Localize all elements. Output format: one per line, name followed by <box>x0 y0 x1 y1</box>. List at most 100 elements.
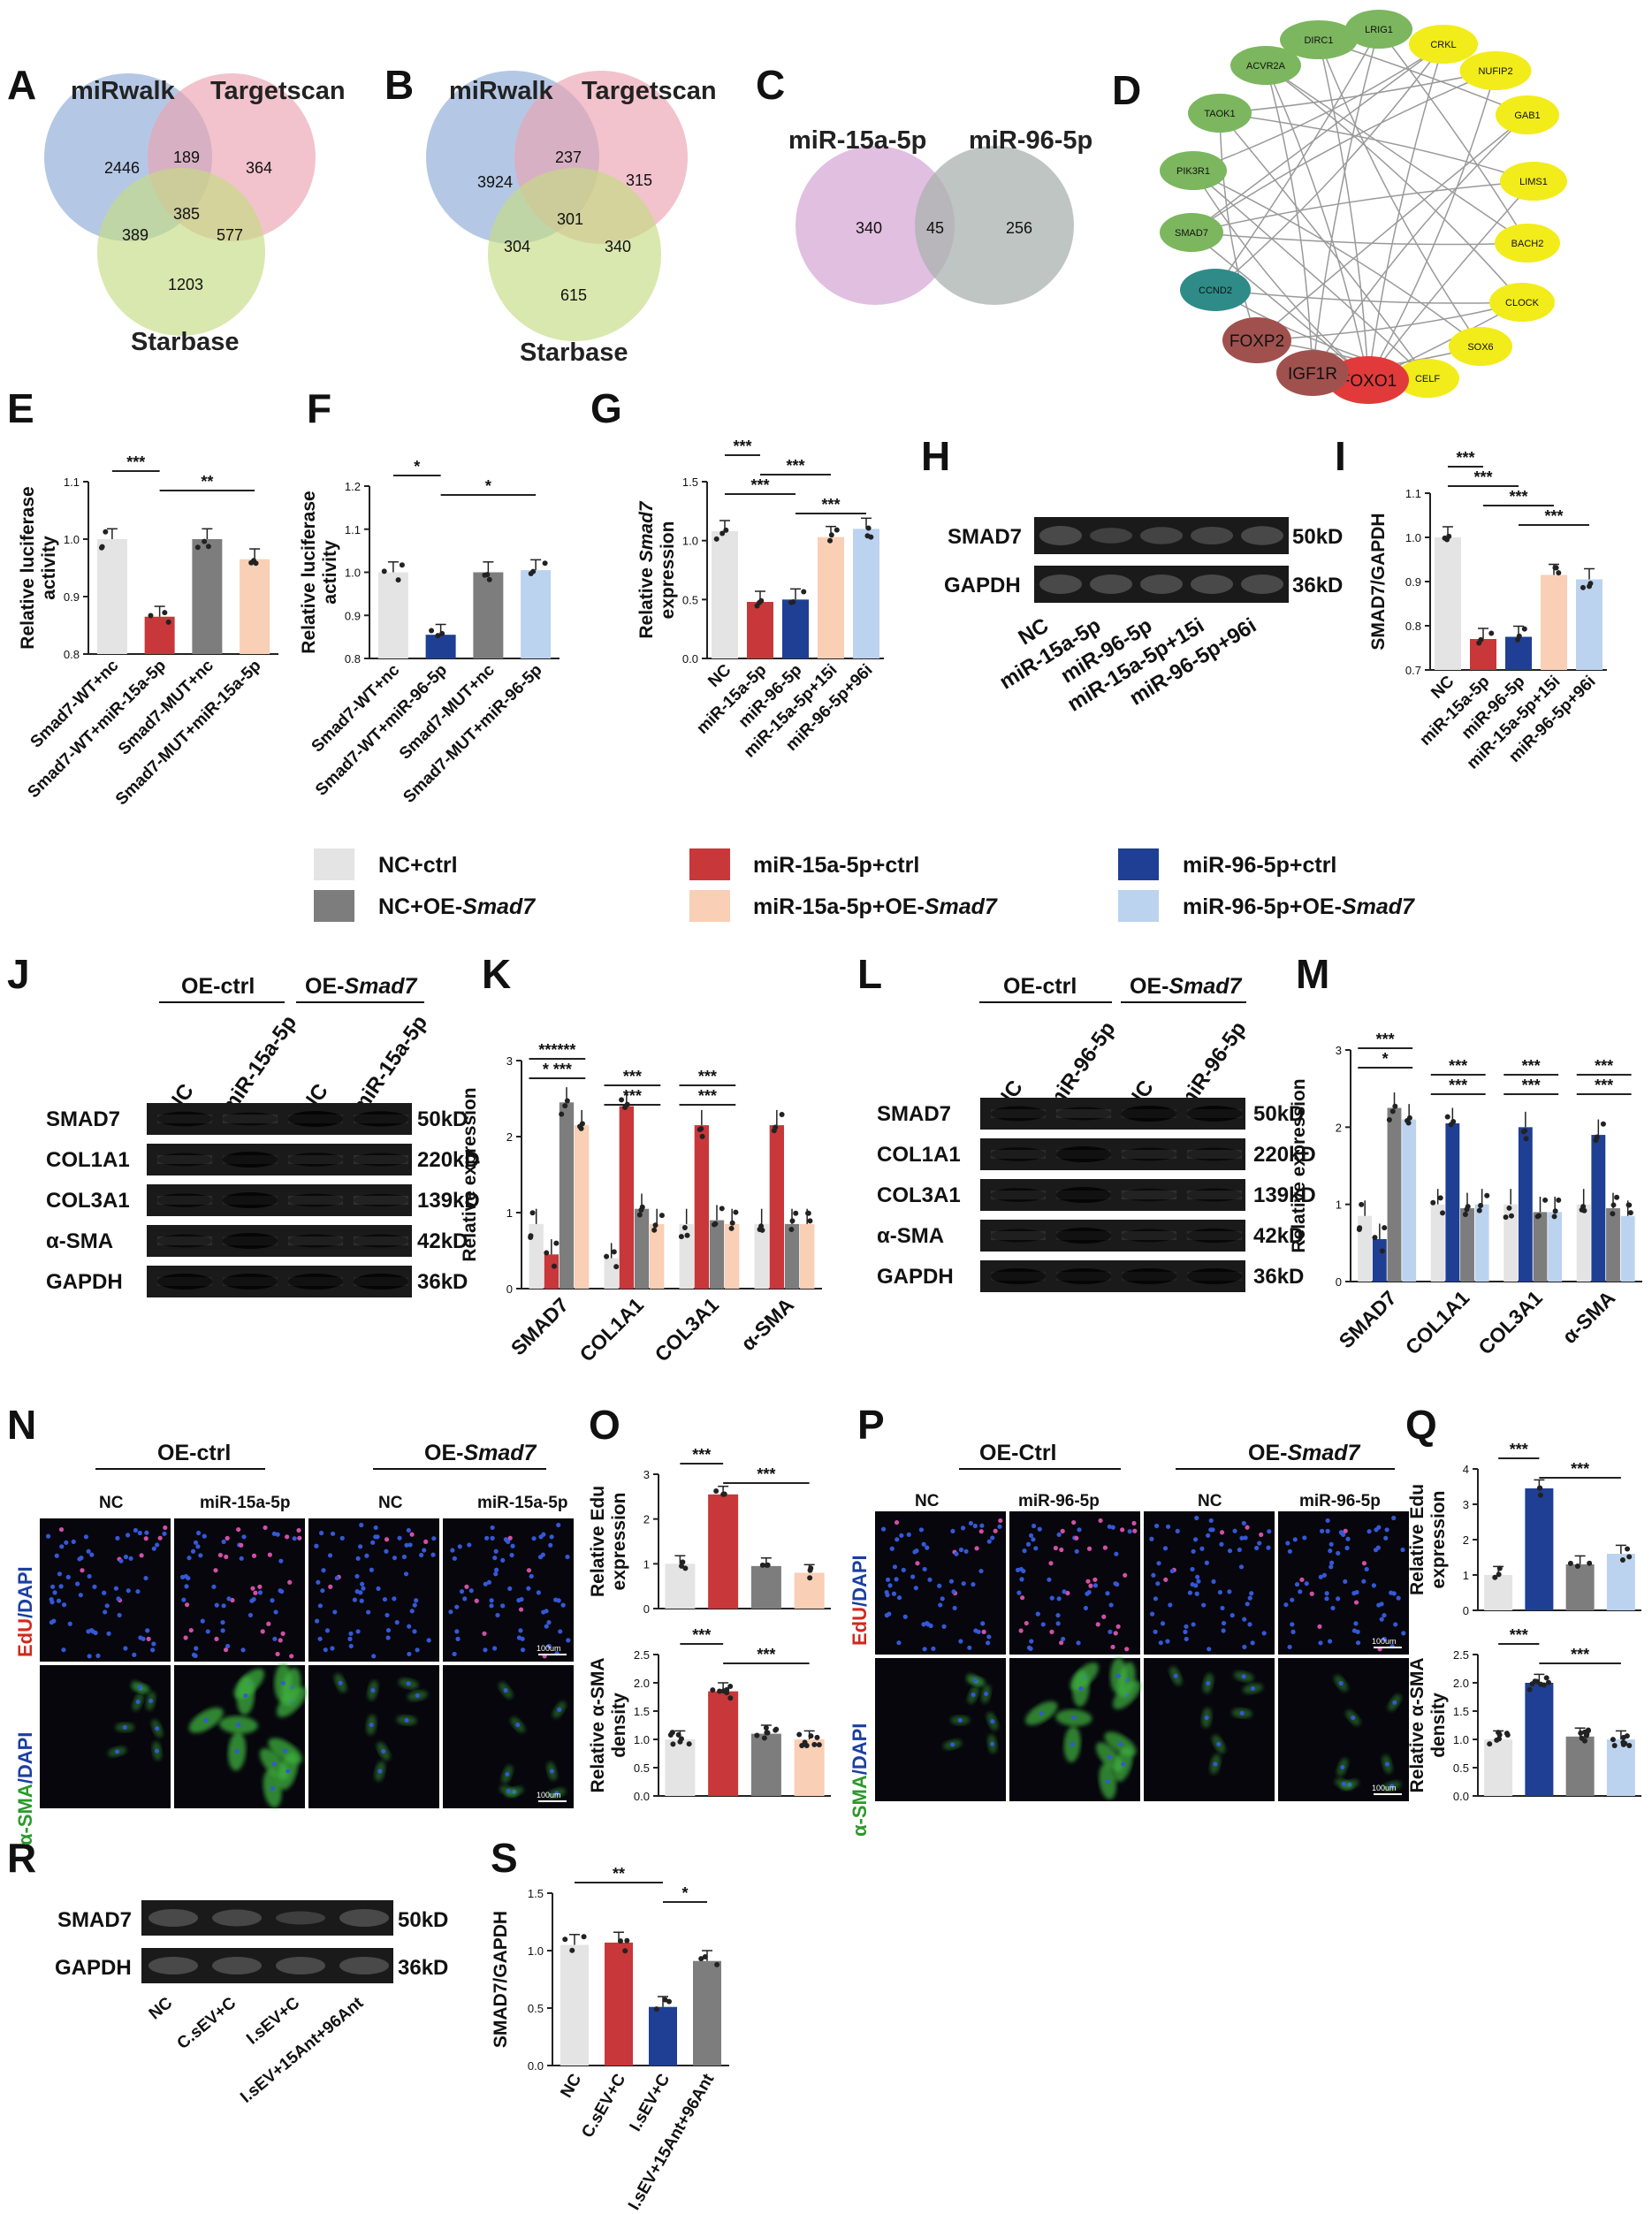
cell-nucleus <box>1127 1529 1132 1534</box>
cell-nucleus <box>1047 1577 1052 1582</box>
data-point <box>1585 1727 1591 1733</box>
cell-nucleus <box>993 1528 998 1533</box>
network-node-label: SOX6 <box>1467 342 1493 353</box>
wb-band-sheen <box>287 1196 344 1205</box>
cell-nucleus <box>490 1525 495 1531</box>
cell-nucleus <box>978 1568 984 1574</box>
wb-size-label: 139kD <box>417 1189 480 1213</box>
wb-band <box>212 1909 262 1927</box>
cell-nucleus <box>116 1596 121 1602</box>
network-edge <box>1318 39 1481 347</box>
cell-nucleus <box>87 1573 92 1579</box>
y-tick-label: 0.7 <box>1405 664 1421 677</box>
cell-nucleus <box>347 1636 353 1641</box>
network-node-label: FOXP2 <box>1229 332 1284 351</box>
venn-b-val: 237 <box>555 148 582 166</box>
cell-nucleus <box>895 1537 900 1542</box>
bar <box>649 2006 677 2066</box>
y-tick-label: 2 <box>1336 1121 1342 1134</box>
y-tick-label: 1.2 <box>345 480 361 493</box>
cell-nucleus <box>1374 1527 1379 1533</box>
sig-label: * <box>1382 1050 1389 1068</box>
network-node-label: TAOK1 <box>1204 109 1235 119</box>
cell-nucleus <box>957 1717 963 1723</box>
bar <box>559 1102 575 1289</box>
network-edge <box>1191 43 1444 233</box>
data-point <box>714 1961 720 1967</box>
legend-swatch-mir96-oe <box>1118 890 1159 922</box>
sma-tile <box>40 1665 171 1808</box>
cell-nucleus <box>266 1621 271 1626</box>
network-edge <box>1265 65 1528 244</box>
y-tick-label: 0.5 <box>634 1761 650 1775</box>
venn-b-val: 3924 <box>477 173 513 191</box>
wb-band <box>1039 574 1082 594</box>
bar <box>709 1220 725 1289</box>
wb-size-label: 139kD <box>1253 1183 1316 1207</box>
data-point <box>248 559 255 566</box>
wb-band <box>1055 1228 1112 1244</box>
cell-nucleus <box>1105 1591 1110 1596</box>
x-tick-label: COL3A1 <box>1473 1286 1547 1359</box>
cell-nucleus <box>1022 1548 1027 1554</box>
network-edge <box>1192 170 1428 379</box>
data-point <box>103 529 109 535</box>
cell-nucleus <box>457 1544 462 1549</box>
cell-nucleus <box>507 1586 513 1592</box>
legend-label-mir15-oe: miR-15a-5p+OE-Smad7 <box>753 894 998 919</box>
y-tick-label: 2.0 <box>1453 1677 1469 1690</box>
y-tick-label: 1 <box>1336 1198 1342 1212</box>
micro-p-lane: NC <box>915 1492 940 1510</box>
legend: NC+ctrl miR-15a-5p+ctrl miR-96-5p+ctrl N… <box>314 848 1415 922</box>
cell-nucleus <box>1191 1548 1196 1554</box>
data-point <box>1389 1108 1396 1115</box>
cell-nucleus <box>250 1586 255 1591</box>
cell-nucleus <box>1221 1628 1226 1633</box>
cell-nucleus <box>494 1567 499 1572</box>
cell-nucleus <box>1155 1581 1161 1586</box>
cell-nucleus <box>431 1536 437 1541</box>
cell-nucleus <box>90 1629 95 1634</box>
bar <box>818 536 844 658</box>
wb-band-sheen <box>1186 1191 1243 1199</box>
cell-nucleus <box>151 1546 156 1551</box>
cell-nucleus <box>406 1681 411 1686</box>
cell-nucleus <box>1401 1631 1406 1636</box>
data-point <box>165 619 171 625</box>
y-tick-label: 3 <box>1463 1498 1469 1511</box>
network-edge <box>1318 39 1369 381</box>
data-point <box>1580 584 1586 590</box>
cell-nucleus <box>323 1647 328 1653</box>
cell-nucleus <box>1382 1636 1387 1642</box>
sig-label: * <box>485 477 491 495</box>
cell-nucleus <box>52 1590 57 1595</box>
wb-band <box>1121 1147 1177 1161</box>
data-point <box>1476 640 1482 646</box>
wb-band-sheen <box>287 1115 344 1123</box>
wb-band <box>990 1229 1047 1243</box>
x-tick-label: I.sEV+C <box>626 2071 674 2134</box>
y-tick-label: 2 <box>1463 1533 1469 1547</box>
wb-band <box>339 1909 389 1927</box>
wb-band-sheen <box>222 1115 278 1123</box>
cell-nucleus <box>1033 1546 1039 1551</box>
wb-band-sheen <box>1121 1231 1177 1240</box>
cell-nucleus <box>1396 1595 1401 1601</box>
cell-nucleus <box>448 1609 453 1615</box>
cell-nucleus <box>317 1603 323 1609</box>
network-edge <box>1367 70 1496 381</box>
data-point <box>1504 1731 1510 1737</box>
cell-nucleus <box>1035 1611 1040 1617</box>
cell-nucleus <box>1250 1686 1255 1692</box>
data-point <box>1462 1211 1468 1217</box>
cell-nucleus <box>184 1602 190 1608</box>
cell-nucleus <box>135 1700 141 1705</box>
wb-band <box>1121 1229 1177 1243</box>
data-point <box>723 527 729 533</box>
data-point <box>1529 1681 1535 1687</box>
cell-nucleus <box>1317 1624 1322 1629</box>
network-node-pik3r1 <box>1160 151 1227 190</box>
bar <box>544 1254 560 1289</box>
data-point <box>429 628 435 634</box>
panel-label-h: H <box>921 433 950 479</box>
